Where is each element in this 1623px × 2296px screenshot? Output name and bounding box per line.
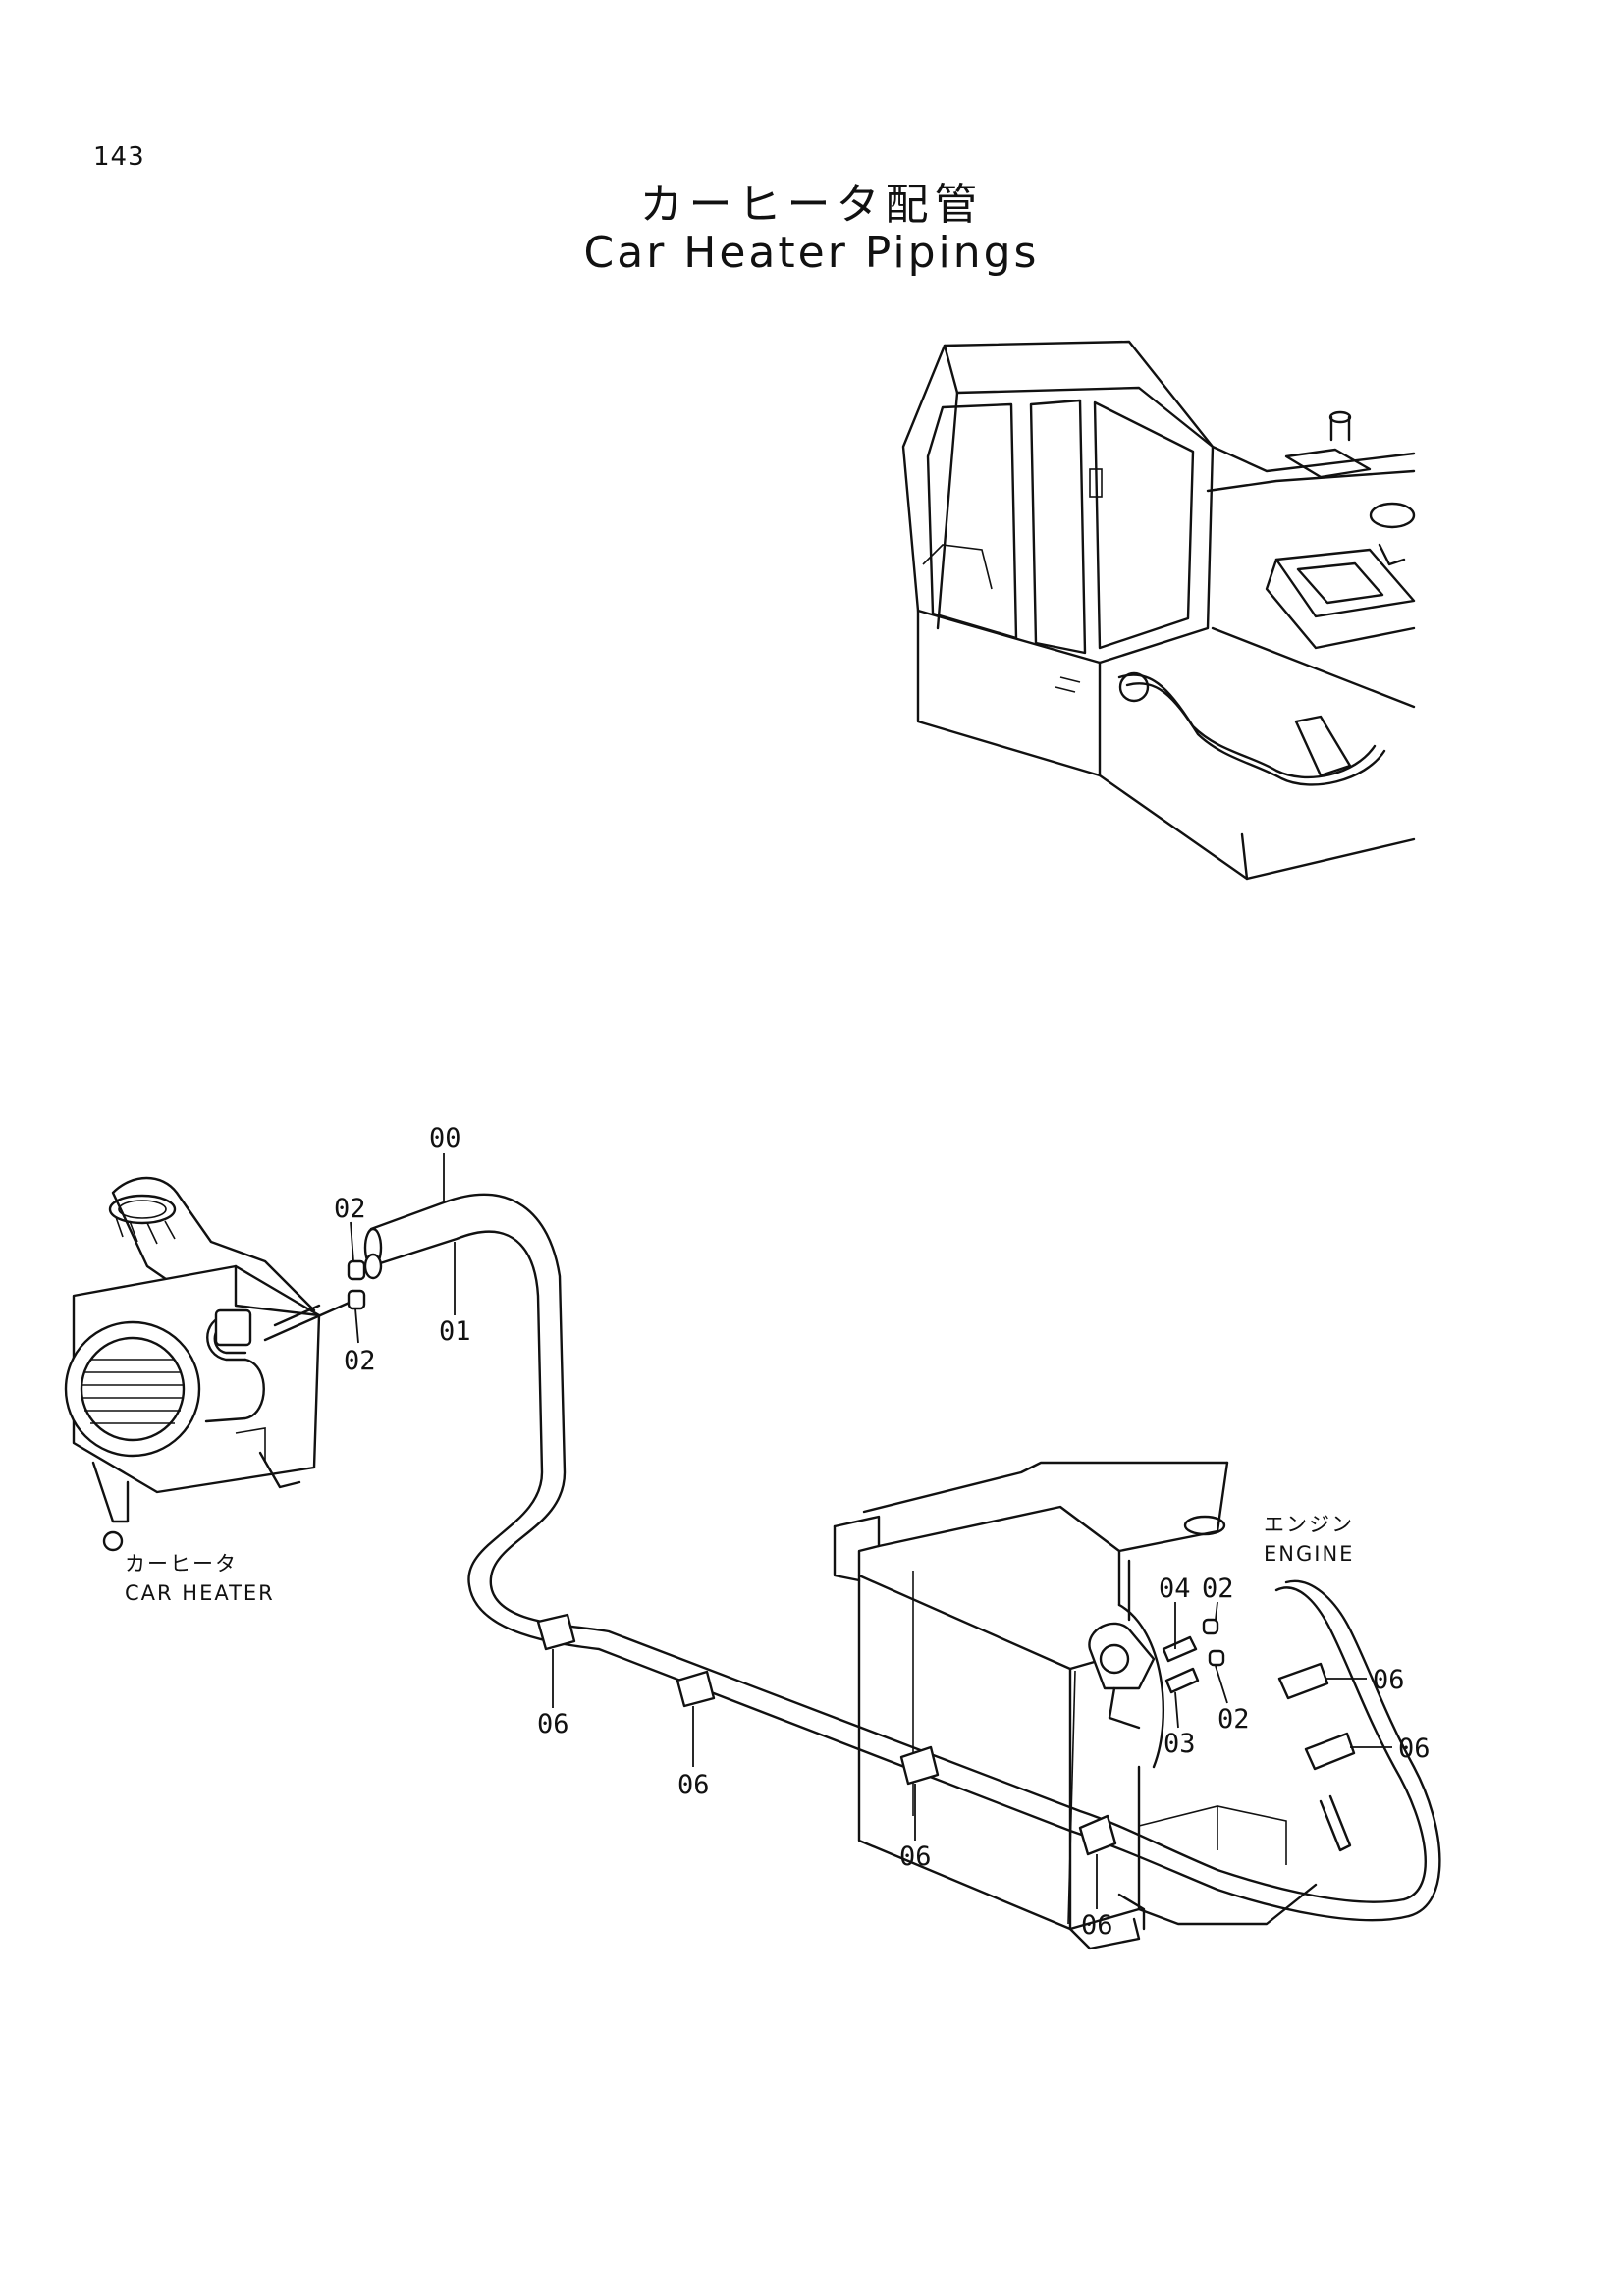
engine-illustration (833, 1461, 1318, 1950)
label-hose-assembly: 00 (429, 1123, 461, 1153)
label-clamp-bottom: 02 (344, 1346, 376, 1376)
label-hose: 01 (439, 1316, 471, 1347)
car-heater-caption-en: CAR HEATER (125, 1581, 275, 1605)
page-number: 143 (93, 142, 145, 172)
label-holder-3: 06 (899, 1842, 932, 1872)
label-engine-clamp-bottom: 02 (1217, 1704, 1250, 1735)
heater-hose-routing (363, 1193, 1441, 1922)
machine-overview-illustration (901, 340, 1416, 881)
page-title-english: Car Heater Pipings (583, 228, 1040, 278)
label-fitting-top: 04 (1159, 1574, 1191, 1604)
engine-fittings (1162, 1618, 1225, 1694)
engine-caption-en: ENGINE (1264, 1542, 1354, 1566)
hose-holders (536, 1613, 1356, 1856)
page-title-japanese: カーヒータ配管 (639, 180, 984, 230)
label-clamp-top: 02 (334, 1194, 366, 1224)
car-heater-caption-jp: カーヒータ (125, 1552, 238, 1575)
heater-clamps (347, 1259, 366, 1310)
car-heater-unit (64, 1176, 355, 1552)
label-holder-5: 06 (1373, 1665, 1405, 1695)
label-engine-clamp-top: 02 (1202, 1574, 1234, 1604)
label-holder-1: 06 (537, 1709, 569, 1739)
leader-lines (350, 1153, 1392, 1909)
label-holder-2: 06 (677, 1770, 710, 1800)
label-holder-6: 06 (1398, 1734, 1431, 1764)
label-holder-4: 06 (1081, 1910, 1113, 1941)
engine-caption-jp: エンジン (1264, 1513, 1354, 1536)
label-fitting-bottom: 03 (1163, 1729, 1196, 1759)
